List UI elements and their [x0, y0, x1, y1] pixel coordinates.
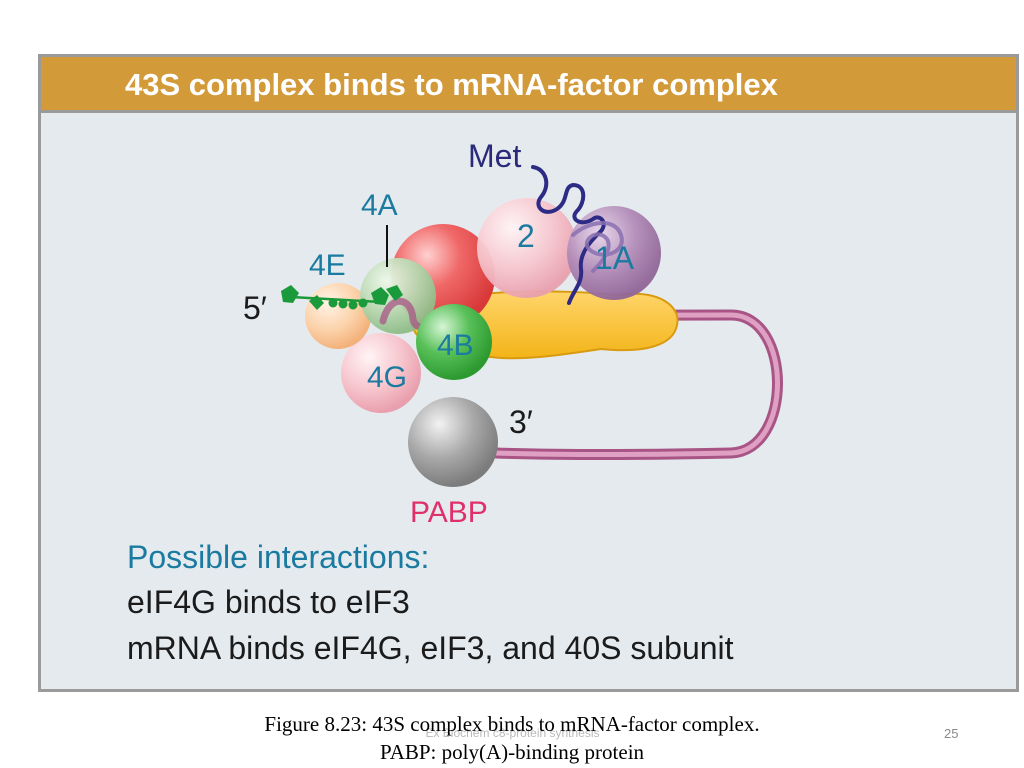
- footer-text: Ex Biochem c8-protein synthesis: [425, 726, 600, 740]
- page-number: 25: [944, 726, 959, 741]
- translation-initiation-diagram: Met 4A 4E 5′ 2 1A 4B 4G 3′ PABP: [243, 138, 783, 529]
- interaction-line: mRNA binds eIF4G, eIF3, and 40S subunit: [127, 630, 734, 666]
- five-prime-label: 5′: [243, 290, 267, 326]
- eif4g-sphere: [341, 333, 421, 413]
- figure-caption: Figure 8.23: 43S complex binds to mRNA-f…: [0, 710, 1024, 766]
- three-prime-label: 3′: [509, 404, 533, 440]
- caption-line-1: Figure 8.23: 43S complex binds to mRNA-f…: [264, 712, 760, 736]
- interaction-line: eIF4G binds to eIF3: [127, 584, 410, 620]
- pabp-label: PABP: [410, 496, 488, 529]
- eif4a-label: 4A: [361, 189, 398, 222]
- pabp-sphere: [408, 397, 498, 487]
- interactions-heading: Possible interactions:: [127, 539, 430, 575]
- eif4b-sphere: [416, 304, 492, 380]
- possible-interactions-block: Possible interactions: eIF4G binds to eI…: [127, 535, 734, 671]
- eif4e-label: 4E: [309, 249, 346, 282]
- figure-panel: 43S complex binds to mRNA-factor complex: [38, 54, 1019, 692]
- trna-loop: [571, 220, 624, 273]
- eif4g-label: 4G: [367, 361, 407, 394]
- eif4b-label: 4B: [437, 329, 474, 362]
- eif1a-label: 1A: [595, 240, 635, 276]
- eif2-sphere: [477, 198, 577, 298]
- caption-line-2: PABP: poly(A)-binding protein: [379, 740, 645, 764]
- eif2-label: 2: [517, 218, 535, 254]
- figure-header-bar: 43S complex binds to mRNA-factor complex: [41, 57, 1016, 113]
- figure-title: 43S complex binds to mRNA-factor complex: [125, 67, 778, 102]
- met-label: Met: [468, 138, 521, 174]
- met-trna-line: [531, 165, 606, 305]
